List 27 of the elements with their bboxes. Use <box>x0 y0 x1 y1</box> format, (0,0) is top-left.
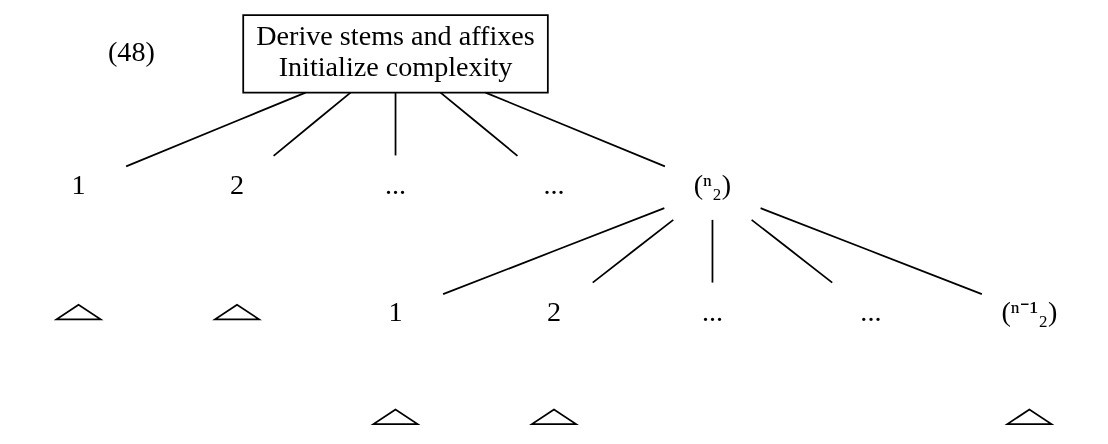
node-text: ... <box>701 296 724 328</box>
connector <box>442 207 666 296</box>
node-text: (ⁿ⁻¹₂) <box>1001 296 1058 328</box>
node-caret <box>1004 408 1055 425</box>
node-caret <box>529 408 579 425</box>
connector <box>272 91 352 157</box>
node-text: ... <box>860 296 882 328</box>
connector <box>750 219 834 284</box>
connector <box>125 91 307 168</box>
node-caret <box>212 303 262 321</box>
label: (48) <box>107 35 155 67</box>
node-text: 2 <box>230 169 245 201</box>
connector <box>759 207 983 296</box>
connector <box>439 91 519 157</box>
node-text: ... <box>543 169 565 201</box>
connector <box>591 219 675 284</box>
connector <box>711 219 714 284</box>
node-text: 1 <box>388 296 403 328</box>
node-text: ... <box>384 169 407 201</box>
node-caret <box>53 303 104 321</box>
connector <box>484 91 666 168</box>
node-text: 2 <box>546 296 562 328</box>
node-caret <box>370 408 421 425</box>
connector <box>394 91 397 157</box>
node-text: 1 <box>71 169 86 201</box>
node-text: (ⁿ₂) <box>693 169 732 201</box>
node-box: Derive stems and affixes Initialize complexity <box>242 14 549 94</box>
